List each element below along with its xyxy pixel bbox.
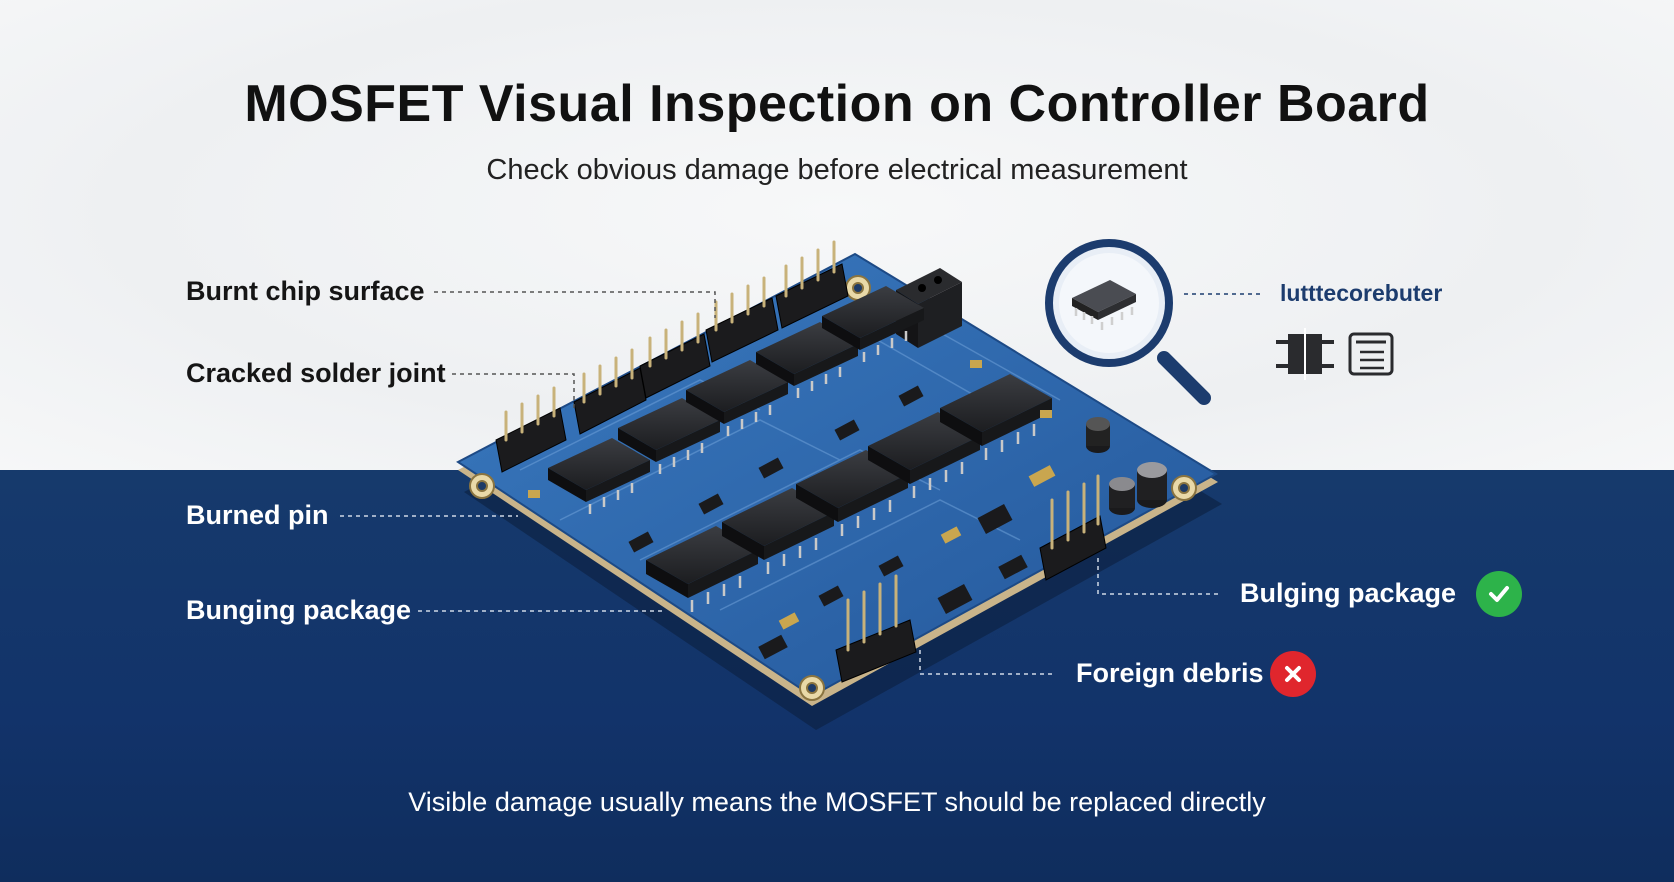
callout-burned-pin: Burned pin bbox=[186, 500, 329, 530]
cross-icon bbox=[1270, 651, 1316, 697]
document-list-icon bbox=[1348, 332, 1394, 376]
footer-note: Visible damage usually means the MOSFET … bbox=[408, 787, 1266, 817]
callout-bulging-package: Bulging package bbox=[1240, 578, 1457, 608]
checkmark-glyph bbox=[1489, 586, 1509, 602]
callout-cracked-solder-joint: Cracked solder joint bbox=[186, 358, 446, 388]
cross-glyph bbox=[1285, 666, 1301, 682]
callout-burnt-chip-surface: Burnt chip surface bbox=[186, 276, 425, 306]
smd-components bbox=[528, 360, 1056, 660]
callout-bunging-package: Bunging package bbox=[186, 595, 412, 625]
capacitors bbox=[1086, 417, 1167, 515]
check-icon bbox=[1476, 571, 1522, 617]
callout-foreign-debris: Foreign debris bbox=[1076, 658, 1264, 688]
leader-lines bbox=[340, 291, 1264, 675]
mosfet-chips bbox=[548, 286, 1052, 612]
pin-header-rows bbox=[495, 240, 1107, 683]
magnifier-label: lutttecorebuter bbox=[1280, 280, 1443, 306]
page-subtitle: Check obvious damage before electrical m… bbox=[486, 154, 1188, 186]
magnifier-icon bbox=[1045, 239, 1211, 405]
mosfet-symbol-icon bbox=[1276, 328, 1334, 380]
page-title: MOSFET Visual Inspection on Controller B… bbox=[244, 75, 1430, 133]
